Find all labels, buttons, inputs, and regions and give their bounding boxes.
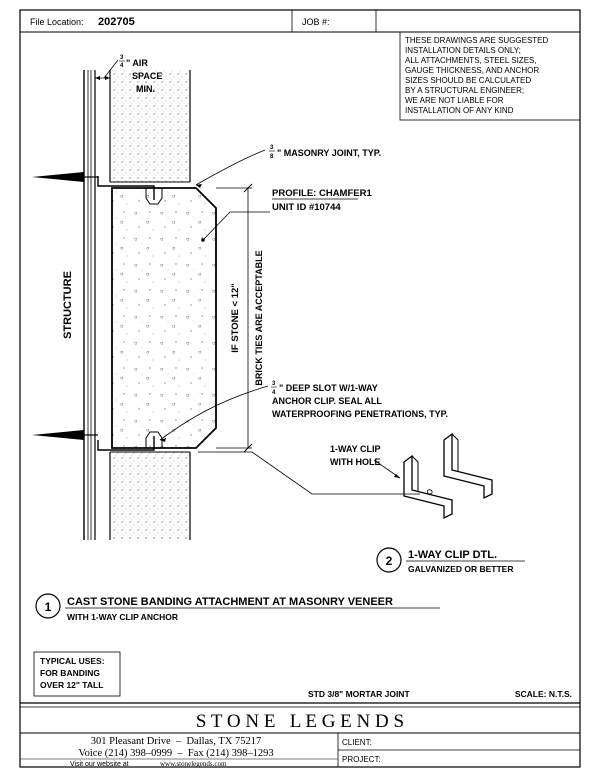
typical-uses-line: OVER 12" TALL xyxy=(40,680,103,690)
deep-slot-label: " DEEP SLOT W/1-WAY xyxy=(279,383,378,393)
typical-uses-line: FOR BANDING xyxy=(40,668,100,678)
disclaimer-line: BY A STRUCTURAL ENGINEER; xyxy=(405,86,524,95)
typical-uses-line: TYPICAL USES: xyxy=(40,656,105,666)
header-bar: File Location: 202705 JOB #: xyxy=(20,10,580,33)
typical-uses-box: TYPICAL USES: FOR BANDING OVER 12" TALL xyxy=(33,651,121,697)
structure-label: STRUCTURE xyxy=(62,271,74,339)
if-stone-label: IF STONE < 12" xyxy=(230,283,241,353)
detail-1-subtitle: WITH 1-WAY CLIP ANCHOR xyxy=(67,612,178,622)
project-label: PROJECT: xyxy=(342,755,381,764)
detail-2-number: 2 xyxy=(386,554,393,568)
clip-detail: 1-WAY CLIP WITH HOLE xyxy=(330,432,493,520)
detail-1-title-text: CAST STONE BANDING ATTACHMENT AT MASONRY… xyxy=(67,596,393,608)
website-link[interactable]: www.stonelegends.com xyxy=(160,760,227,768)
detail-2-subtitle: GALVANIZED OR BETTER xyxy=(408,564,513,574)
file-location-value: 202705 xyxy=(98,16,135,28)
client-label: CLIENT: xyxy=(342,738,372,747)
disclaimer-line: INSTALLATION DETAILS ONLY; xyxy=(405,46,521,55)
cast-stone-unit xyxy=(111,187,217,449)
company-phone: Voice (214) 398–0999 – Fax (214) 398–129… xyxy=(78,748,273,759)
air-space-label: SPACE xyxy=(132,71,162,81)
air-space-label: MIN. xyxy=(136,84,155,94)
detail-1-title: 1 CAST STONE BANDING ATTACHMENT AT MASON… xyxy=(35,593,440,622)
detail-2-title-text: 1-WAY CLIP DTL. xyxy=(408,549,497,561)
sheet-border xyxy=(19,9,581,768)
mortar-joint-note: STD 3/8" MORTAR JOINT xyxy=(308,689,410,699)
disclaimer-line: INSTALLATION OF ANY KIND xyxy=(405,106,514,115)
section-drawing: STRUCTURE 3 4 " AIR SPACE MIN. xyxy=(32,55,448,540)
detail-2-title: 2 1-WAY CLIP DTL. GALVANIZED OR BETTER xyxy=(376,547,525,574)
deep-slot-frac-num: 3 xyxy=(272,381,276,387)
clip-label: 1-WAY CLIP xyxy=(330,444,381,454)
detail-1-number: 1 xyxy=(45,600,52,614)
disclaimer-line: ALL ATTACHMENTS, STEEL SIZES, xyxy=(405,56,537,65)
file-location-label: File Location: xyxy=(30,17,84,27)
masonry-joint-frac-den: 8 xyxy=(270,154,274,160)
disclaimer-line: WE ARE NOT LIABLE FOR xyxy=(405,96,504,105)
job-label: JOB #: xyxy=(302,17,330,27)
deep-slot-label: WATERPROOFING PENETRATIONS, TYP. xyxy=(272,409,448,419)
scale-note: SCALE: N.T.S. xyxy=(515,689,572,699)
clip-label: WITH HOLE xyxy=(330,457,381,467)
disclaimer-line: THESE DRAWINGS ARE SUGGESTED xyxy=(405,36,549,45)
masonry-joint-label: " MASONRY JOINT, TYP. xyxy=(277,148,381,158)
disclaimer-line: GAUGE THICKNESS, AND ANCHOR xyxy=(405,66,539,75)
masonry-joint-frac-num: 3 xyxy=(270,145,274,151)
deep-slot-frac-den: 4 xyxy=(272,390,276,396)
air-space-label: " AIR xyxy=(126,58,148,68)
air-space-frac-den: 4 xyxy=(120,63,124,69)
disclaimer-line: SIZES SHOULD BE CALCULATED xyxy=(405,76,531,85)
company-address: 301 Pleasant Drive – Dallas, TX 75217 xyxy=(91,736,261,747)
brick-ties-label: BRICK TIES ARE ACCEPTABLE xyxy=(254,250,264,385)
air-space-frac-num: 3 xyxy=(120,55,124,61)
unit-id-label: UNIT ID #10744 xyxy=(272,202,341,213)
disclaimer-box: THESE DRAWINGS ARE SUGGESTED INSTALLATIO… xyxy=(399,31,581,121)
profile-label: PROFILE: CHAMFER1 xyxy=(272,188,372,199)
deep-slot-label: ANCHOR CLIP. SEAL ALL xyxy=(272,396,382,406)
website-label: Visit our website at xyxy=(70,761,129,768)
title-block: S T O N E L E G E N D S 301 Pleasant Dri… xyxy=(20,702,580,768)
company-name: S T O N E L E G E N D S xyxy=(196,711,404,732)
